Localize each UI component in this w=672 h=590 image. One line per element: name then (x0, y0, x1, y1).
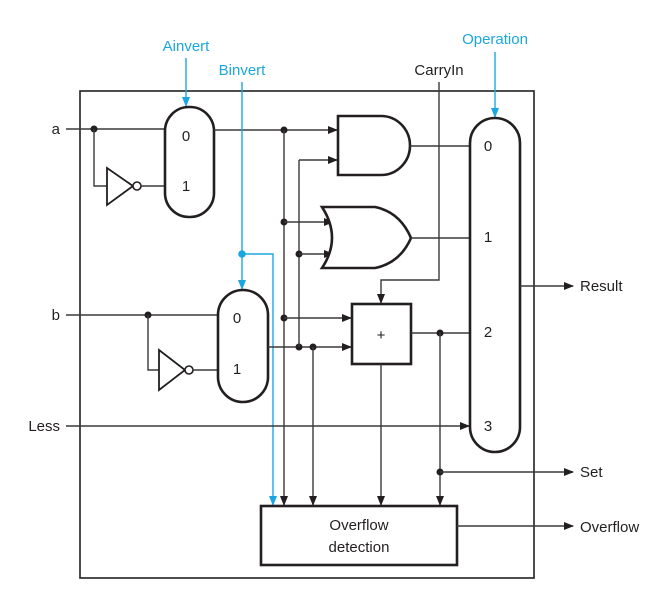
overflow-block-line1: Overflow (329, 517, 388, 534)
or-gate-icon (319, 205, 413, 270)
output-set-label: Set (580, 464, 603, 481)
input-b-label: b (52, 307, 60, 324)
mux-b-input-1: 1 (233, 361, 241, 378)
mux-b (216, 288, 270, 404)
result-mux-input-0: 0 (484, 138, 492, 155)
result-mux (468, 116, 522, 454)
result-mux-input-3: 3 (484, 418, 492, 435)
output-result-label: Result (580, 278, 623, 295)
mux-a-input-0: 0 (182, 128, 190, 145)
overflow-block-line2: detection (329, 539, 390, 556)
inverter-b-icon (158, 348, 187, 392)
result-mux-input-2: 2 (484, 324, 492, 341)
adder-symbol: + (377, 327, 386, 344)
mux-a (163, 105, 216, 219)
ainvert-label: Ainvert (163, 38, 211, 55)
output-overflow-label: Overflow (580, 519, 639, 536)
a-invert-branch-wire (93, 129, 107, 187)
adder-block (350, 302, 413, 366)
mux-b-input-0: 0 (233, 310, 241, 327)
mux-a-input-1: 1 (182, 178, 190, 195)
result-mux-input-1: 1 (484, 229, 492, 246)
b-invert-branch-wire (147, 315, 159, 371)
input-less-label: Less (28, 418, 60, 435)
and-gate-icon (336, 114, 412, 177)
inverter-a-bubble (132, 181, 142, 191)
operation-label: Operation (462, 31, 528, 48)
binvert-label: Binvert (219, 62, 267, 79)
input-a-label: a (52, 121, 61, 138)
carryin-wire (377, 82, 440, 304)
overflow-detection-block (259, 504, 459, 567)
inverter-b-bubble (184, 365, 194, 375)
binvert-to-overflow-wire (242, 253, 277, 506)
alu-boundary (79, 90, 535, 579)
inverter-a-icon (106, 166, 135, 207)
carryin-label: CarryIn (414, 62, 463, 79)
